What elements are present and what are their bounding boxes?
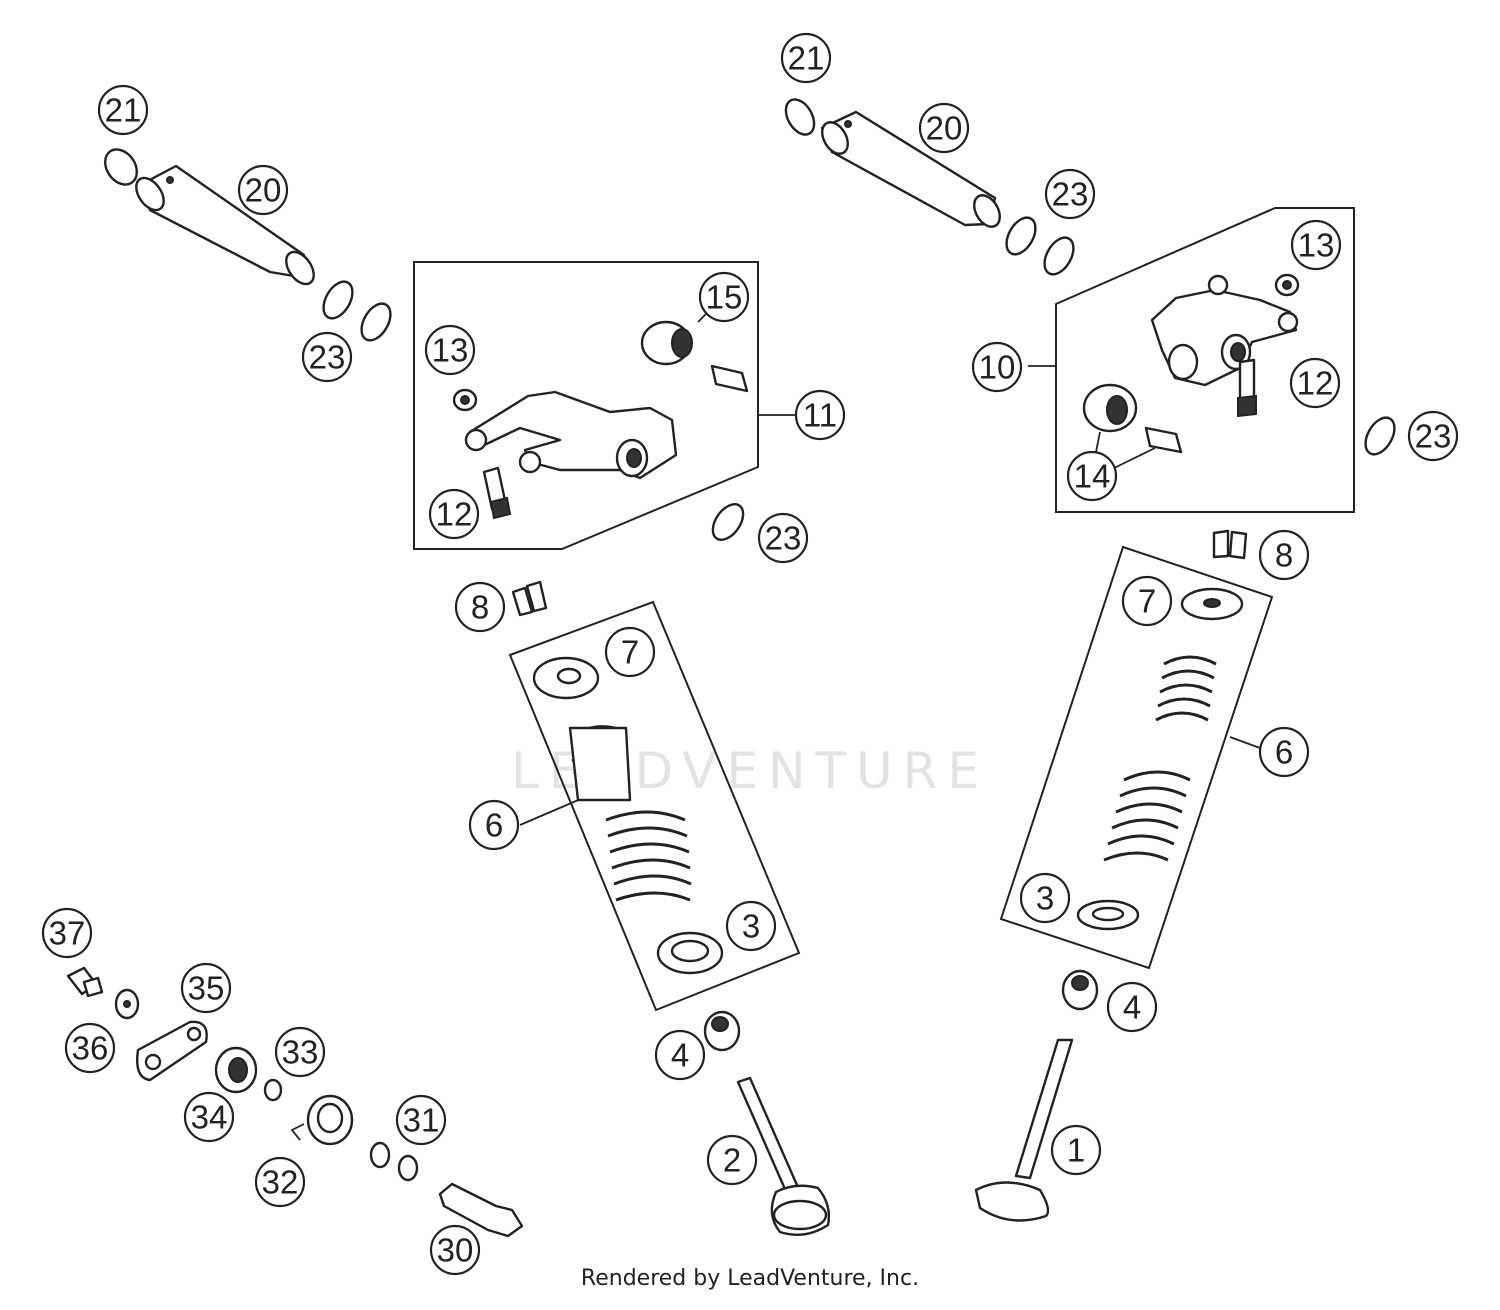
callout-c23a: 23 — [301, 331, 353, 383]
washer-right — [1364, 416, 1396, 456]
valve-exhaust — [736, 1076, 831, 1236]
callout-c12a: 12 — [428, 488, 480, 540]
callout-label: 21 — [788, 40, 825, 77]
callout-c10: 10 — [971, 341, 1023, 393]
callout-label: 30 — [437, 1232, 474, 1269]
callout-label: 34 — [191, 1099, 228, 1136]
callout-c4b: 4 — [1106, 981, 1158, 1033]
callout-c2: 2 — [706, 1134, 758, 1186]
callout-label: 6 — [485, 807, 503, 844]
callout-c4a: 4 — [654, 1029, 706, 1081]
callout-label: 36 — [72, 1030, 109, 1067]
callout-c20a: 20 — [237, 164, 289, 216]
callout-label: 12 — [1297, 365, 1334, 402]
callout-c21a: 21 — [97, 84, 149, 136]
callout-c37: 37 — [41, 907, 93, 959]
callout-label: 2 — [723, 1142, 741, 1179]
callout-c32: 32 — [254, 1156, 306, 1208]
callout-label: 10 — [979, 349, 1016, 386]
washer-left — [711, 503, 745, 541]
stem-seal-left — [703, 1010, 741, 1052]
callout-c34: 34 — [183, 1091, 235, 1143]
callout-label: 20 — [926, 110, 963, 147]
callout-label: 3 — [1036, 880, 1054, 917]
callout-c13b: 13 — [1290, 219, 1342, 271]
callout-c30: 30 — [429, 1224, 481, 1276]
left-valve-spring-assembly — [508, 580, 801, 1012]
callout-label: 33 — [282, 1034, 319, 1071]
callout-label: 4 — [671, 1037, 689, 1074]
callout-label: 8 — [471, 589, 489, 626]
callout-c11: 11 — [794, 389, 846, 441]
callout-c6b: 6 — [1258, 726, 1310, 778]
callout-c8b: 8 — [1258, 529, 1310, 581]
callout-label: 11 — [803, 397, 837, 434]
callout-c23c: 23 — [757, 512, 809, 564]
callout-label: 23 — [1415, 418, 1452, 455]
callout-label: 13 — [1298, 227, 1335, 264]
callout-c15: 15 — [698, 271, 750, 323]
callout-label: 35 — [188, 970, 225, 1007]
callout-label: 37 — [49, 915, 86, 952]
small-parts — [66, 966, 524, 1238]
callout-c3a: 3 — [725, 900, 777, 952]
callout-label: 23 — [1052, 176, 1089, 213]
callout-label: 7 — [621, 634, 639, 671]
callout-label: 15 — [706, 279, 743, 316]
callout-c23d: 23 — [1407, 410, 1459, 462]
callout-c23b: 23 — [1044, 168, 1096, 220]
callout-label: 23 — [765, 520, 802, 557]
callout-label: 7 — [1138, 583, 1156, 620]
callout-label: 1 — [1067, 1132, 1085, 1169]
callout-label: 8 — [1275, 537, 1293, 574]
callout-label: 3 — [742, 908, 760, 945]
callout-label: 32 — [262, 1164, 299, 1201]
callout-label: 20 — [245, 172, 282, 209]
callout-c14: 14 — [1066, 450, 1118, 502]
callout-c21b: 21 — [780, 32, 832, 84]
callout-c36: 36 — [64, 1022, 116, 1074]
callout-label: 23 — [309, 339, 346, 376]
callout-c13a: 13 — [424, 324, 476, 376]
stem-seal-right — [1061, 969, 1099, 1011]
right-valve-spring-assembly — [999, 529, 1274, 970]
callout-c12b: 12 — [1289, 357, 1341, 409]
callout-c20b: 20 — [918, 102, 970, 154]
callout-c31: 31 — [395, 1094, 447, 1146]
callout-c8a: 8 — [454, 581, 506, 633]
callout-c33: 33 — [274, 1026, 326, 1078]
callout-label: 21 — [105, 92, 142, 129]
right-rocker-shaft — [784, 98, 1075, 276]
callout-c35: 35 — [180, 962, 232, 1014]
left-rocker-shaft — [103, 148, 392, 342]
callout-label: 6 — [1275, 734, 1293, 771]
right-rocker-arm-assembly — [1028, 207, 1355, 513]
callout-label: 31 — [403, 1102, 440, 1139]
callout-c7b: 7 — [1121, 575, 1173, 627]
callout-c3b: 3 — [1019, 872, 1071, 924]
left-rocker-arm-assembly — [413, 261, 795, 550]
callout-c7a: 7 — [604, 626, 656, 678]
callout-label: 14 — [1074, 458, 1111, 495]
callout-label: 4 — [1123, 989, 1141, 1026]
valve-intake — [974, 1038, 1074, 1222]
callout-c1: 1 — [1050, 1124, 1102, 1176]
callout-c6a: 6 — [468, 799, 520, 851]
footer-credit: Rendered by LeadVenture, Inc. — [580, 1266, 920, 1291]
callout-label: 12 — [436, 496, 473, 533]
callout-label: 13 — [432, 332, 469, 369]
